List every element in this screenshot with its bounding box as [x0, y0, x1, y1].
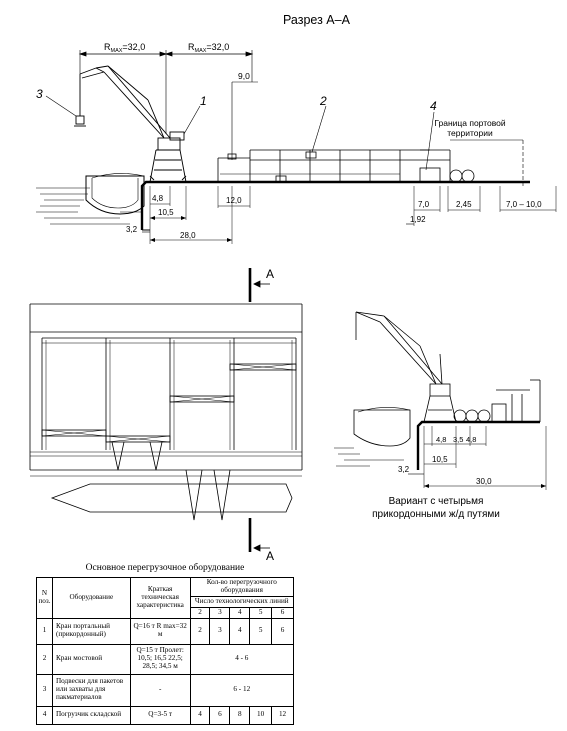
water-hatching: [36, 187, 142, 225]
header-line-count: 6: [271, 606, 294, 619]
header-line-count: 2: [189, 606, 211, 619]
cell-count: 8: [229, 705, 251, 725]
section-title: Разрез А–А: [283, 13, 351, 27]
cell-spec: -: [129, 673, 191, 707]
ship-plan: [50, 483, 293, 513]
cell-equipment: Кран портальный (прикордонный): [51, 617, 131, 645]
header-equipment: Оборудование: [51, 577, 131, 619]
portal-crane: [74, 65, 187, 183]
header-spec: Краткая техническая характеристика: [129, 577, 191, 619]
variant-caption-2: прикордонными ж/д путями: [372, 509, 500, 520]
right-dim-rail-gauge: 4,8: [436, 435, 446, 444]
table-row: 4 Погрузчик складской Q=3-5 т 4 6 8 10 1…: [36, 705, 294, 725]
dim-platform: 12,0: [226, 196, 242, 205]
header-line-count: 5: [249, 606, 273, 619]
cell-count: 3: [209, 617, 231, 645]
cell-equipment: Кран мостовой: [51, 643, 131, 675]
header-line-count: 4: [229, 606, 251, 619]
cell-merged: 4 - 6: [189, 643, 295, 675]
section-marker-bottom: А: [266, 549, 274, 563]
cell-count: 6: [209, 705, 231, 725]
quay-wall: [140, 180, 530, 230]
dim-height: 9,0: [238, 71, 250, 81]
callout-2: 2: [319, 94, 327, 108]
cell-equipment: Подвески для пакетов или захваты для пак…: [51, 673, 131, 707]
cell-equipment: Погрузчик складской: [51, 705, 131, 725]
right-dim-span: 10,5: [432, 455, 448, 464]
table-header-row-3: 2 3 4 5 6: [37, 606, 294, 619]
dim-road: 7,0 – 10,0: [506, 200, 542, 209]
right-dim-track-b: 4,8: [466, 435, 476, 444]
dim-track-gap: 2,45: [456, 200, 472, 209]
right-dim-overhang: 3,2: [398, 465, 410, 474]
equipment-table: N поз. Оборудование Краткая техническая …: [36, 577, 295, 725]
right-section: [334, 311, 547, 490]
dim-track-offset: 7,0: [418, 200, 430, 209]
cell-pos: 3: [36, 673, 53, 707]
cell-count: 6: [271, 617, 294, 645]
radius-left-label: RMAX=32,0: [104, 42, 145, 54]
cell-pos: 2: [36, 643, 53, 675]
variant-caption-1: Вариант с четырьмя: [389, 496, 484, 507]
callout-1: 1: [200, 94, 207, 108]
cell-count: 4: [229, 617, 251, 645]
cell-count: 10: [249, 705, 273, 725]
boundary-label-2: территории: [447, 128, 493, 138]
cell-spec: Q=15 т Пролет: 10,5; 16,5 22,5; 28,5; 34…: [129, 643, 191, 675]
dim-overhang: 3,2: [126, 225, 138, 234]
table-row: 1 Кран портальный (прикордонный) Q=16 т …: [36, 617, 294, 645]
dim-rail-gauge: 4,8: [152, 194, 164, 203]
cell-merged: 6 - 12: [189, 673, 295, 707]
callout-3: 3: [36, 87, 43, 101]
cell-pos: 1: [36, 617, 53, 645]
boundary-label-1: Граница портовой: [434, 118, 506, 128]
table-header-row-1: N поз. Оборудование Краткая техническая …: [36, 577, 295, 619]
section-marker-top: А: [266, 267, 274, 281]
right-dim-total: 30,0: [476, 477, 492, 486]
equipment-table-wrapper: N поз. Оборудование Краткая техническая …: [36, 577, 295, 725]
bridge-crane-frame: [217, 149, 451, 183]
header-line-count: 3: [209, 606, 231, 619]
cell-spec: Q=16 т R max=32 м: [129, 617, 191, 645]
cell-pos: 4: [36, 705, 53, 725]
dim-track-small: 1,92: [410, 215, 426, 224]
radius-right-label: RMAX=32,0: [188, 42, 229, 54]
right-dim-track-a: 3,5: [453, 435, 463, 444]
table-row: 3 Подвески для пакетов или захваты для п…: [36, 673, 295, 707]
cell-count: 5: [249, 617, 273, 645]
cell-count: 12: [271, 705, 294, 725]
cell-count: 2: [189, 617, 211, 645]
cell-count: 4: [189, 705, 211, 725]
dim-crane-span: 10,5: [158, 208, 174, 217]
header-qty-group: Кол-во перегрузочного оборудования: [189, 577, 295, 597]
plan-view: [29, 268, 303, 552]
ship-hull: [85, 175, 145, 215]
top-section: [36, 50, 557, 244]
dim-total: 28,0: [180, 231, 196, 240]
cell-spec: Q=3-5 т: [129, 705, 191, 725]
rail-cars: [419, 149, 475, 183]
callout-4: 4: [430, 99, 437, 113]
table-row: 2 Кран мостовой Q=15 т Пролет: 10,5; 16,…: [36, 643, 295, 675]
header-lines-group: Число технологических линий: [189, 595, 295, 608]
header-pos: N поз.: [36, 577, 53, 619]
table-caption: Основное перегрузочное оборудование: [85, 563, 245, 573]
